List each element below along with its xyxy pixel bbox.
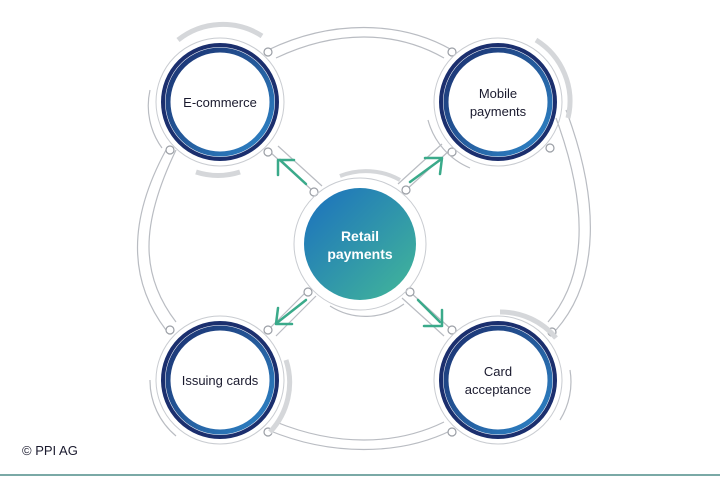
node-acceptance: Card acceptance: [433, 309, 572, 445]
arrow-to-issuing: [274, 298, 308, 326]
center-label-1: Retail: [341, 228, 379, 244]
copyright-notice: © PPI AG: [22, 443, 78, 458]
node-issuing: Issuing cards: [149, 315, 293, 445]
center-label-2: payments: [327, 246, 393, 262]
node-acceptance-label-2: acceptance: [465, 382, 532, 397]
node-mobile-label-1: Mobile: [479, 86, 517, 101]
arrow-to-mobile: [408, 156, 444, 184]
flow-arrows: [274, 156, 444, 328]
node-mobile-label-2: payments: [470, 104, 527, 119]
arrow-to-acceptance: [416, 298, 444, 328]
arrow-to-ecommerce: [276, 158, 308, 186]
node-mobile: Mobile payments: [427, 37, 573, 169]
node-center: Retail payments: [293, 169, 427, 317]
node-ecommerce-label: E-commerce: [183, 95, 257, 110]
node-issuing-label: Issuing cards: [182, 373, 259, 388]
node-acceptance-label-1: Card: [484, 364, 512, 379]
outer-connector-ring: [137, 27, 591, 451]
bottom-rule: [0, 474, 720, 476]
node-ecommerce: E-commerce: [147, 21, 285, 178]
